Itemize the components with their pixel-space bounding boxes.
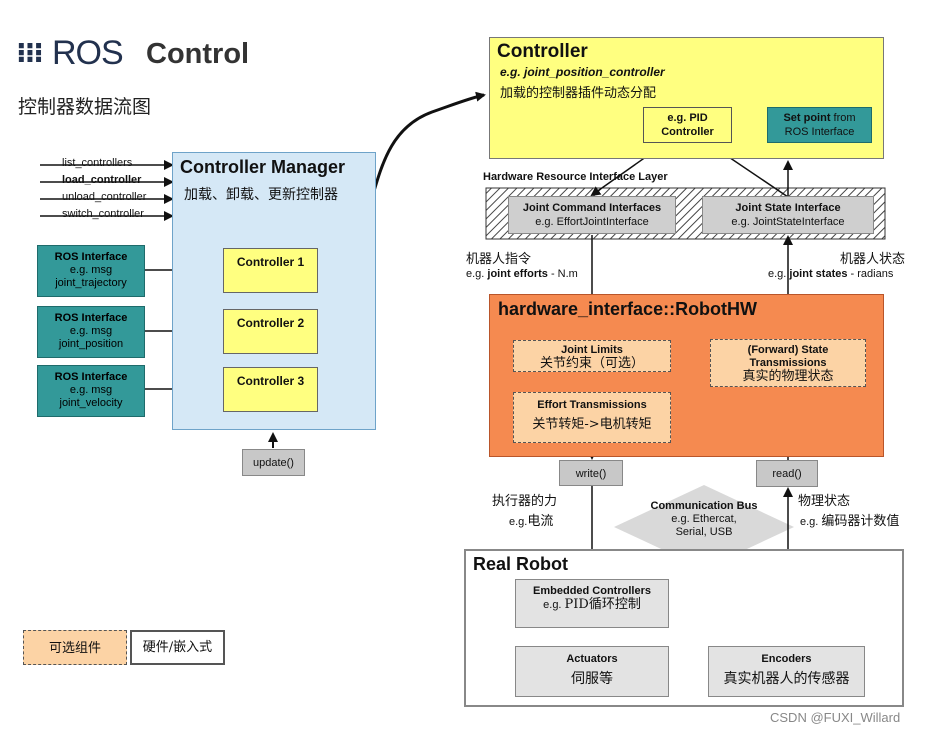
ros-interface-title: ROS Interface [54,371,128,383]
update-label: update() [253,457,294,469]
pid-line2: Controller [661,126,714,138]
fwd-line1: (Forward) State [747,344,829,356]
effort-trans-title: Effort Transmissions [537,399,647,411]
embedded-controllers-box: Embedded Controllers e.g. PID循环控制 [515,579,669,628]
ros-interface-msg: e.g. msg [69,264,113,276]
fwd-cn: 真实的物理状态 [742,369,834,384]
ros-interface-msg: e.g. msg [69,325,113,337]
cmd-unload-controller: unload_controller [62,191,147,203]
cmd-load-controller: load_controller [62,174,142,186]
robot-command-example: e.g. joint efforts - N.m [466,268,578,280]
controller-title: Controller [497,41,588,62]
effort-trans-cn: 关节转矩->电机转矩 [532,417,652,432]
controller-2-box[interactable]: Controller 2 [223,309,318,354]
legend-optional-label: 可选组件 [48,641,101,656]
bus-line2: Serial, USB [675,526,733,538]
ros-interface-msg: e.g. msg [69,384,113,396]
robothw-title: hardware_interface::RobotHW [498,299,758,319]
pid-line1: e.g. PID [667,112,708,124]
write-label: write() [575,468,607,480]
hri-title: Hardware Resource Interface Layer [483,171,668,183]
controller-example: e.g. joint_position_controller [500,65,665,79]
actuator-force-label: 执行器的力 [492,494,558,509]
robot-state-example: e.g. joint states - radians [768,268,894,280]
cmd-interface-example: e.g. EffortJointInterface [535,216,649,228]
fwd-line2: Transmissions [749,357,827,369]
embedded-example: e.g. PID循环控制 [543,597,641,612]
ros-interface-type: joint_position [58,338,124,350]
ros-interface-type: joint_trajectory [55,277,127,289]
forward-state-transmissions-box: (Forward) State Transmissions 真实的物理状态 [710,339,866,387]
cmd-switch-controller: switch_controller [62,208,144,220]
controller-desc: 加载的控制器插件动态分配 [500,86,657,101]
setpoint-rest: from [830,112,856,124]
physical-state-example: e.g. 编码器计数值 [800,514,900,529]
ros-interface-velocity: ROS Interface e.g. msg joint_velocity [37,365,145,417]
controller-3-label: Controller 3 [236,374,305,388]
encoders-cn: 真实机器人的传感器 [723,671,850,687]
state-interface-example: e.g. JointStateInterface [731,216,845,228]
encoders-title: Encoders [761,653,812,665]
controller-2-label: Controller 2 [236,316,305,330]
controller-3-box[interactable]: Controller 3 [223,367,318,412]
joint-limits-cn: 关节约束（可选） [539,356,644,371]
encoders-box: Encoders 真实机器人的传感器 [708,646,865,697]
state-interface-title: Joint State Interface [735,202,841,214]
embedded-title: Embedded Controllers [533,585,651,597]
joint-limits-box: Joint Limits 关节约束（可选） [513,340,671,372]
ros-logo-text: ROS [52,34,124,72]
joint-command-interfaces: Joint Command Interfaces e.g. EffortJoin… [508,196,676,234]
joint-limits-title: Joint Limits [561,344,623,356]
read-label: read() [772,468,802,480]
page-subtitle: 控制器数据流图 [18,96,152,118]
watermark: CSDN @FUXI_Willard [770,710,901,725]
robot-command-label: 机器人指令 [466,252,532,267]
controller-1-box[interactable]: Controller 1 [223,248,318,293]
real-robot-title: Real Robot [473,554,569,574]
actuators-title: Actuators [566,653,618,665]
cmd-list-controllers: list_controllers [62,157,133,169]
bus-shape [614,485,794,569]
ros-interface-position: ROS Interface e.g. msg joint_position [37,306,145,358]
legend-hardware-label: 硬件/嵌入式 [142,640,213,655]
setpoint-bold: Set point [783,112,831,124]
ros-interface-title: ROS Interface [54,312,128,324]
update-button[interactable]: update() [242,449,305,476]
joint-state-interface: Joint State Interface e.g. JointStateInt… [702,196,874,234]
controller-manager-desc: 加载、卸载、更新控制器 [184,187,338,203]
robot-state-label: 机器人状态 [840,252,906,267]
legend-hardware: 硬件/嵌入式 [130,630,225,665]
communication-bus: Communication Bus e.g. Ethercat, Serial,… [614,500,794,539]
write-button[interactable]: write() [559,460,623,486]
ros-logo-mark: ⁝⁝⁝ [16,37,44,68]
physical-state-label: 物理状态 [798,494,851,509]
ros-interface-trajectory: ROS Interface e.g. msg joint_trajectory [37,245,145,297]
bus-title: Communication Bus [650,500,758,512]
effort-transmissions-box: Effort Transmissions 关节转矩->电机转矩 [513,392,671,443]
bus-line1: e.g. Ethercat, [671,513,737,525]
actuators-box: Actuators 伺服等 [515,646,669,697]
controller-manager-title: Controller Manager [180,157,346,177]
setpoint-line2: ROS Interface [784,126,855,138]
actuator-force-example: e.g.电流 [509,514,554,529]
read-button[interactable]: read() [756,460,818,487]
ros-interface-type: joint_velocity [59,397,123,409]
legend-optional: 可选组件 [23,630,127,665]
actuators-cn: 伺服等 [571,671,613,687]
pid-controller-box: e.g. PID Controller [643,107,732,143]
ros-interface-title: ROS Interface [54,251,128,263]
page-title: Control [146,38,250,70]
controller-1-label: Controller 1 [236,255,305,269]
cmd-interface-title: Joint Command Interfaces [522,202,662,214]
setpoint-box: Set point from ROS Interface [767,107,872,143]
